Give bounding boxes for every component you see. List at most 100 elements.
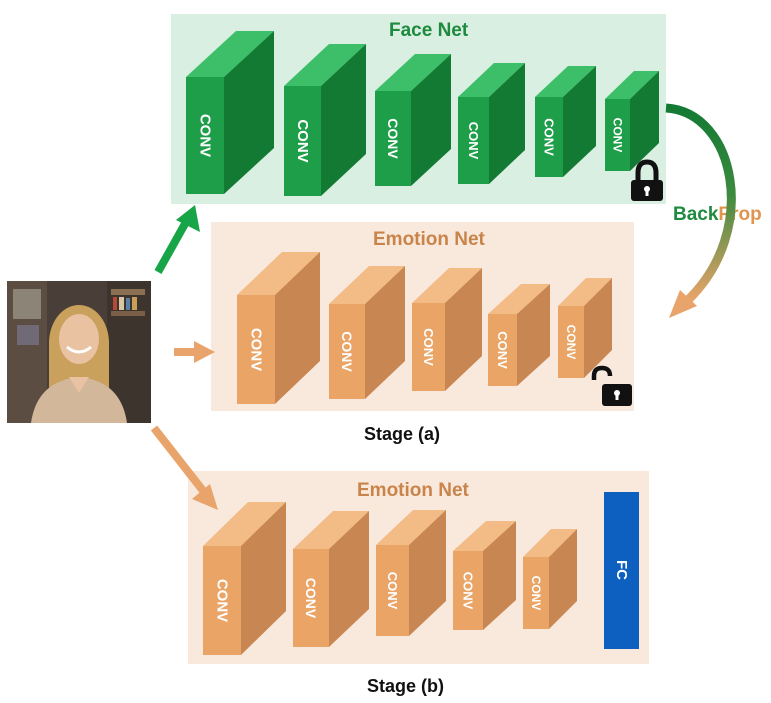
face-net-conv-block-1-side-face xyxy=(224,31,274,194)
emotion-net-b-conv-block-2-label: CONV xyxy=(303,578,319,619)
emotion-net-b-conv-block-1: CONV xyxy=(203,502,286,655)
stage-b-label: Stage (b) xyxy=(367,676,445,696)
emotion-net-b-conv-block-5-label: CONV xyxy=(529,576,543,611)
stage-a-label: Stage (a) xyxy=(364,424,441,444)
emotion-net-a-conv-block-2: CONV xyxy=(329,266,405,399)
emotion-net-b-conv-block-1-top-face xyxy=(203,502,286,546)
emotion-net-a-conv-block-4-label: CONV xyxy=(495,331,510,369)
emotion-net-b-conv-block-4-side-face xyxy=(483,521,516,630)
fc-label: FC xyxy=(613,560,630,580)
emotion-net-a-conv-block-5-side-face xyxy=(584,278,612,378)
face-net-conv-block-6: CONV xyxy=(605,71,659,171)
emotion-net-stage-b-conv-blocks: CONV CONV CONV CONV CONV xyxy=(203,502,577,655)
backprop-arrow xyxy=(665,103,736,318)
face-net-conv-block-5-side-face xyxy=(563,66,596,177)
emotion-net-b-conv-block-4: CONV xyxy=(453,521,516,630)
locked-padlock-icon xyxy=(631,159,663,201)
fc-layer-box xyxy=(604,492,639,649)
emotion-net-a-conv-block-3-top-face xyxy=(412,268,482,303)
face-net-conv-block-2-label: CONV xyxy=(294,119,311,162)
emotion-net-b-conv-block-4-top-face xyxy=(453,521,516,551)
arrow-photo-to-face-net xyxy=(154,205,200,274)
emotion-net-a-conv-block-2-side-face xyxy=(365,266,405,399)
emotion-net-b-conv-block-5: CONV xyxy=(523,529,577,629)
emotion-net-stage-a-title: Emotion Net xyxy=(373,229,485,250)
emotion-net-b-conv-block-3-front-face xyxy=(376,545,409,636)
emotion-net-a-conv-block-5: CONV xyxy=(558,278,612,378)
face-net-conv-block-4-top-face xyxy=(458,63,525,97)
face-net-conv-block-1-top-face xyxy=(186,31,274,77)
emotion-net-a-conv-block-4-front-face xyxy=(488,314,517,386)
face-net-conv-block-4-side-face xyxy=(489,63,525,184)
emotion-net-b-conv-block-3-top-face xyxy=(376,510,446,545)
emotion-net-b-conv-block-1-label: CONV xyxy=(214,579,231,622)
arrow-photo-to-emotion-net-b xyxy=(150,425,218,510)
face-net-conv-block-3-front-face xyxy=(375,91,411,186)
face-net-conv-block-3-top-face xyxy=(375,54,451,91)
emotion-net-a-conv-block-1-label: CONV xyxy=(248,328,265,371)
face-net-conv-block-5-front-face xyxy=(535,97,563,177)
emotion-net-b-conv-block-5-top-face xyxy=(523,529,577,557)
emotion-net-a-conv-block-2-top-face xyxy=(329,266,405,304)
emotion-net-a-conv-block-1-front-face xyxy=(237,295,275,404)
face-net-conv-block-5-label: CONV xyxy=(542,118,557,156)
emotion-net-b-conv-block-4-front-face xyxy=(453,551,483,630)
emotion-net-stage-a-conv-blocks: CONV CONV CONV CONV CONV xyxy=(237,252,612,404)
emotion-net-b-conv-block-4-label: CONV xyxy=(461,572,476,610)
face-net-conv-block-3-side-face xyxy=(411,54,451,186)
emotion-net-b-conv-block-1-side-face xyxy=(241,502,286,655)
fc-layer: FC xyxy=(604,492,639,649)
emotion-net-a-conv-block-2-label: CONV xyxy=(339,331,355,372)
face-net-conv-block-2-front-face xyxy=(284,86,321,196)
emotion-net-b-conv-block-5-front-face xyxy=(523,557,549,629)
emotion-net-a-conv-block-5-front-face xyxy=(558,306,584,378)
face-net-conv-block-3: CONV xyxy=(375,54,451,186)
face-net-conv-block-4: CONV xyxy=(458,63,525,184)
emotion-net-b-conv-block-2-top-face xyxy=(293,511,369,549)
emotion-net-a-conv-block-1: CONV xyxy=(237,252,320,404)
face-net-conv-blocks: CONV CONV CONV CONV CONV CONV xyxy=(186,31,659,196)
face-net-conv-block-1-front-face xyxy=(186,77,224,194)
backprop-back-text: Back xyxy=(673,204,719,225)
emotion-net-a-conv-block-1-side-face xyxy=(275,252,320,404)
emotion-net-a-conv-block-1-top-face xyxy=(237,252,320,295)
emotion-net-b-conv-block-3-label: CONV xyxy=(385,572,400,610)
face-net-conv-block-6-side-face xyxy=(630,71,659,171)
face-net-conv-block-2: CONV xyxy=(284,44,366,196)
emotion-net-a-conv-block-4-side-face xyxy=(517,284,550,386)
emotion-net-b-conv-block-2-front-face xyxy=(293,549,329,647)
emotion-net-a-conv-block-5-label: CONV xyxy=(564,325,578,360)
face-net-conv-block-6-front-face xyxy=(605,99,630,171)
input-face-photo xyxy=(7,281,151,423)
emotion-net-a-conv-block-3-front-face xyxy=(412,303,445,391)
face-net-conv-block-5-top-face xyxy=(535,66,596,97)
emotion-net-b-conv-block-2: CONV xyxy=(293,511,369,647)
emotion-net-stage-b-title: Emotion Net xyxy=(357,480,469,501)
emotion-net-a-conv-block-3-label: CONV xyxy=(421,328,436,366)
face-net-conv-block-5: CONV xyxy=(535,66,596,177)
emotion-net-b-conv-block-2-side-face xyxy=(329,511,369,647)
face-net-conv-block-2-side-face xyxy=(321,44,366,196)
face-net-conv-block-4-front-face xyxy=(458,97,489,184)
face-net-conv-block-6-label: CONV xyxy=(611,118,625,153)
unlocked-padlock-icon xyxy=(591,365,632,406)
emotion-net-b-conv-block-3-side-face xyxy=(409,510,446,636)
emotion-net-b-conv-block-1-front-face xyxy=(203,546,241,655)
face-net-conv-block-1-label: CONV xyxy=(197,114,214,157)
face-net-title: Face Net xyxy=(389,20,469,41)
face-net-conv-block-3-label: CONV xyxy=(385,118,401,159)
emotion-net-a-conv-block-4-top-face xyxy=(488,284,550,314)
emotion-net-b-conv-block-3: CONV xyxy=(376,510,446,636)
arrow-photo-to-emotion-net-a xyxy=(174,341,215,363)
face-net-conv-block-4-label: CONV xyxy=(466,122,481,160)
emotion-net-b-conv-block-5-side-face xyxy=(549,529,577,629)
emotion-net-a-conv-block-2-front-face xyxy=(329,304,365,399)
emotion-net-a-conv-block-3: CONV xyxy=(412,268,482,391)
emotion-net-a-conv-block-4: CONV xyxy=(488,284,550,386)
face-net-conv-block-2-top-face xyxy=(284,44,366,86)
face-net-conv-block-6-top-face xyxy=(605,71,659,99)
face-net-conv-block-1: CONV xyxy=(186,31,274,194)
emotion-net-a-conv-block-3-side-face xyxy=(445,268,482,391)
emotion-net-a-conv-block-5-top-face xyxy=(558,278,612,306)
